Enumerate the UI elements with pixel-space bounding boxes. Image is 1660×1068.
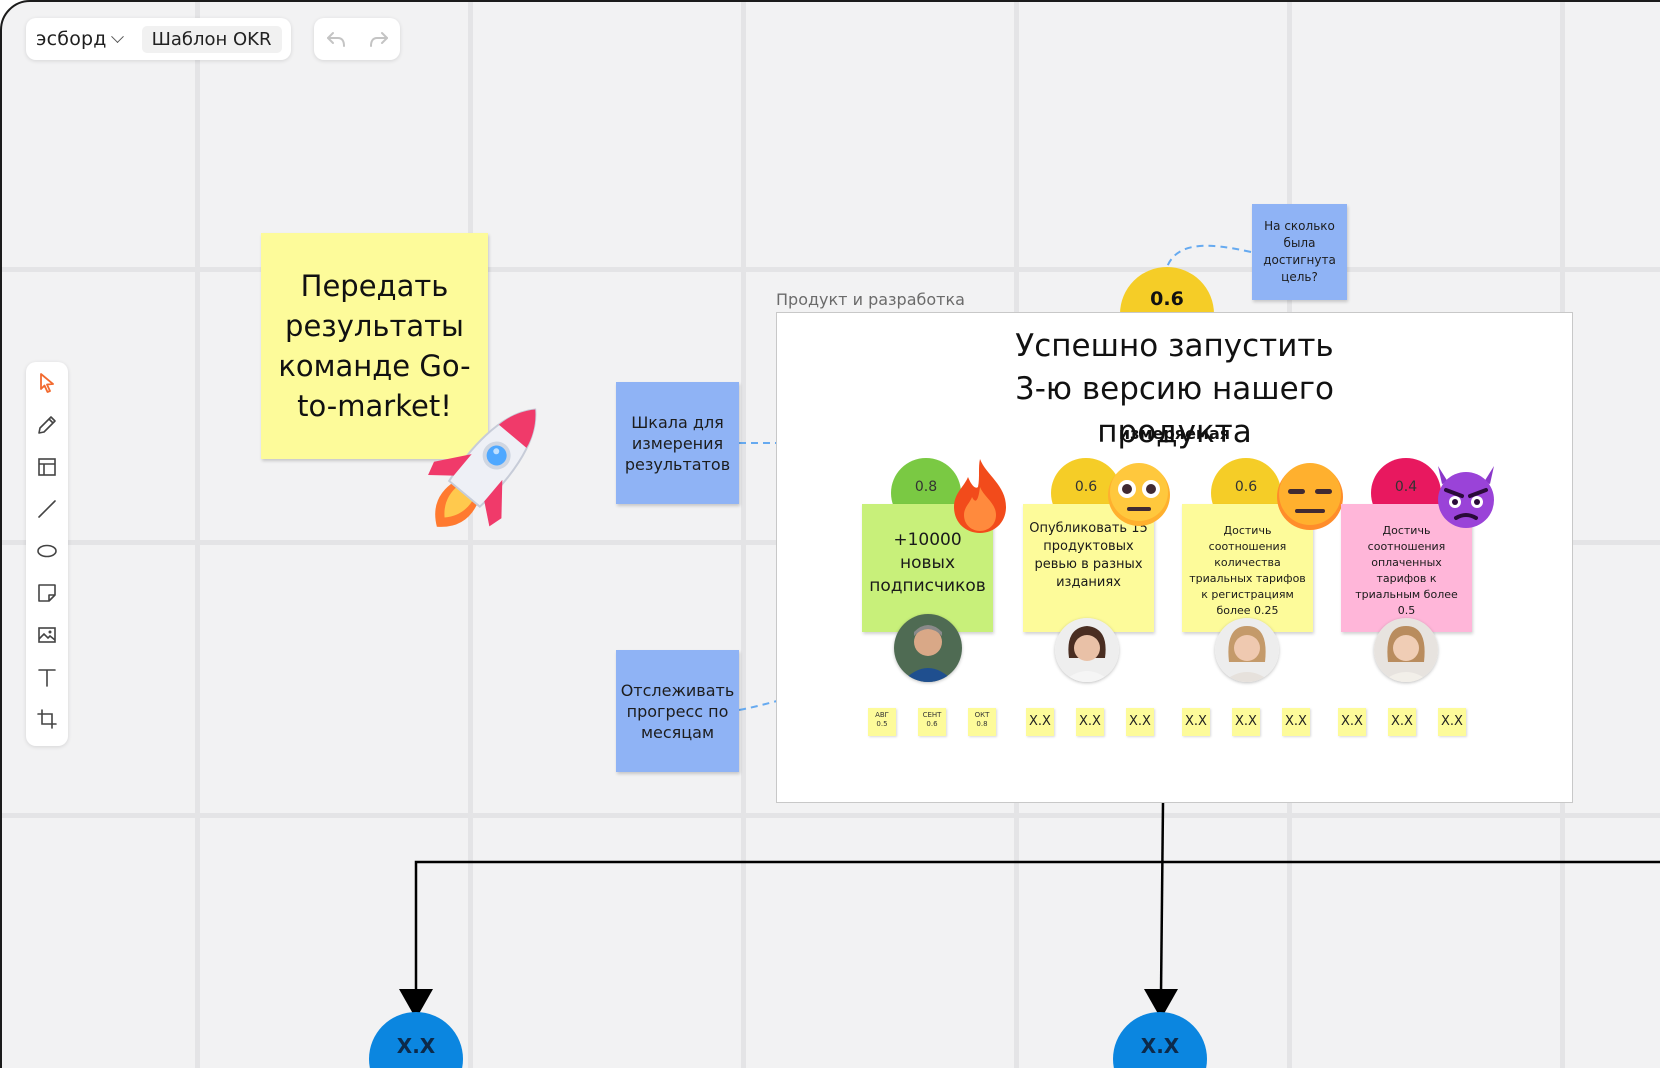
xx-sticky[interactable]: X.X <box>1388 708 1416 736</box>
kr-text: +10000 новых подписчиков <box>869 529 986 596</box>
kr-score-value: 0.6 <box>1074 479 1098 495</box>
question-note[interactable]: На сколько была достигнута цель? <box>1252 204 1347 300</box>
kr-sticky-2[interactable]: Опубликовать 15 продуктовых ревью в разн… <box>1023 504 1154 632</box>
sticky-note-tool[interactable] <box>32 578 62 608</box>
person-icon <box>1215 618 1279 682</box>
template-tool[interactable] <box>32 452 62 482</box>
shape-tool[interactable] <box>32 536 62 566</box>
xx-sticky[interactable]: X.X <box>1182 708 1210 736</box>
frame-icon <box>37 708 57 729</box>
progress-note-text: Отслеживать прогресс по месяцам <box>620 680 735 742</box>
kr-score-value: 0.8 <box>914 479 938 495</box>
xx-sticky[interactable]: X.X <box>1438 708 1466 736</box>
xx-sticky[interactable]: X.X <box>1338 708 1366 736</box>
kr-score-value: 0.4 <box>1394 479 1418 495</box>
kr-text: Достичь соотношения количества триальных… <box>1189 524 1306 617</box>
history-controls <box>314 18 400 60</box>
pen-tool[interactable] <box>32 410 62 440</box>
surprised-face-icon <box>1108 463 1170 526</box>
xx-sticky[interactable]: X.X <box>1282 708 1310 736</box>
month-name: СЕНТ <box>922 711 942 719</box>
rocket-icon <box>428 408 537 527</box>
node-label: X.X <box>396 1034 436 1058</box>
pen-icon <box>38 415 56 434</box>
goto-market-sticky[interactable]: Передать результаты команде Go-to-market… <box>261 233 488 459</box>
kr-sticky-4[interactable]: Достичь соотношения оплаченных тарифов к… <box>1341 504 1472 632</box>
image-icon <box>38 626 56 643</box>
xx-sticky[interactable]: X.X <box>1076 708 1104 736</box>
tools-panel <box>26 362 68 746</box>
text-icon <box>38 668 56 687</box>
template-icon <box>38 457 56 476</box>
node-label: X.X <box>1140 1034 1180 1058</box>
avatar-kr-4 <box>1374 618 1438 682</box>
objective-title[interactable]: Успешно запустить 3-ю версию нашего прод… <box>1015 328 1334 450</box>
person-icon <box>1055 618 1119 682</box>
connector-line-vertical <box>1159 802 1165 995</box>
child-node-center[interactable]: X.X <box>1113 1012 1207 1068</box>
frame-tool[interactable] <box>32 704 62 734</box>
month-value: 0.6 <box>926 720 938 728</box>
month-sticky[interactable]: ОКТ 0.8 <box>968 708 996 736</box>
board-menu-button[interactable]: эсборд <box>36 28 124 50</box>
line-icon <box>38 499 56 518</box>
redo-icon[interactable] <box>367 27 391 51</box>
angry-devil-icon <box>1438 466 1494 528</box>
kr-score-value: 0.6 <box>1234 479 1258 495</box>
line-tool[interactable] <box>32 494 62 524</box>
month-value: 0.5 <box>876 720 888 728</box>
board-header: эсборд Шаблон OKR <box>26 18 291 60</box>
measurable-label: измеряемая <box>1118 424 1231 443</box>
month-sticky[interactable]: СЕНТ 0.6 <box>918 708 946 736</box>
sticky-note-icon <box>38 583 56 602</box>
overall-score-value: 0.6 <box>1150 288 1184 310</box>
scale-note-text: Шкала для измерения результатов <box>624 412 731 474</box>
select-icon <box>40 372 54 393</box>
avatar-kr-2 <box>1055 618 1119 682</box>
connector-line-horizontal <box>414 860 1660 994</box>
undo-icon[interactable] <box>324 27 348 51</box>
month-name: ОКТ <box>974 711 990 719</box>
person-icon <box>1374 618 1438 682</box>
kr-sticky-3[interactable]: Достичь соотношения количества триальных… <box>1182 504 1313 632</box>
select-tool[interactable] <box>32 368 62 398</box>
month-sticky[interactable]: АВГ 0.5 <box>868 708 896 736</box>
expressionless-face-icon <box>1277 463 1343 530</box>
ellipse-icon <box>37 544 57 558</box>
kr-text: Опубликовать 15 продуктовых ревью в разн… <box>1029 521 1148 590</box>
child-node-left[interactable]: X.X <box>369 1012 463 1068</box>
month-value: 0.8 <box>976 720 988 728</box>
xx-sticky[interactable]: X.X <box>1126 708 1154 736</box>
chevron-down-icon <box>110 29 124 43</box>
text-tool[interactable] <box>32 662 62 692</box>
template-name[interactable]: Шаблон OKR <box>141 25 282 53</box>
avatar-kr-3 <box>1215 618 1279 682</box>
kr-text: Достичь соотношения оплаченных тарифов к… <box>1355 524 1458 617</box>
frame-label[interactable]: Продукт и разработка <box>776 290 965 309</box>
scale-note[interactable]: Шкала для измерения результатов <box>616 382 739 504</box>
avatar-kr-1 <box>894 614 962 682</box>
month-name: АВГ <box>875 711 889 719</box>
fire-icon <box>954 459 1006 533</box>
image-tool[interactable] <box>32 620 62 650</box>
dashed-connector-question <box>1166 244 1252 268</box>
question-note-text: На сколько была достигнута цель? <box>1263 219 1336 284</box>
xx-sticky[interactable]: X.X <box>1232 708 1260 736</box>
progress-note[interactable]: Отслеживать прогресс по месяцам <box>616 650 739 772</box>
xx-sticky[interactable]: X.X <box>1026 708 1054 736</box>
goto-market-text: Передать результаты команде Go-to-market… <box>278 269 471 423</box>
person-icon <box>894 614 962 682</box>
board-name: эсборд <box>36 28 107 50</box>
